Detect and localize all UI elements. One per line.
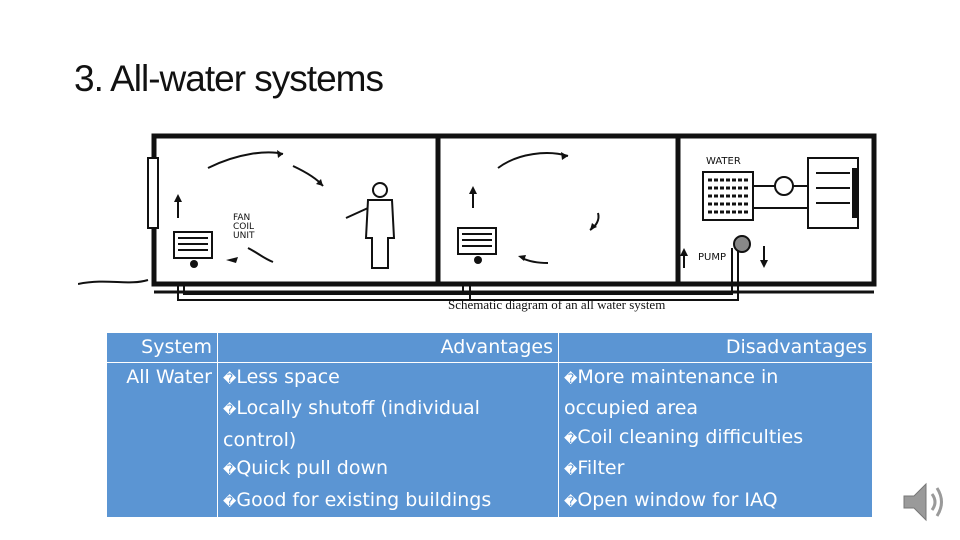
fan-coil-label-line-2: COIL	[233, 222, 254, 232]
occupant-figure	[345, 182, 396, 269]
advantage-item: �Good for existing buildings	[223, 488, 492, 511]
fan-coil-label-line-3: UNIT	[233, 231, 255, 241]
pump-label: PUMP	[698, 252, 726, 263]
water-label: WATER	[706, 156, 741, 167]
all-water-system-diagram: FAN COIL UNIT WATER PUMP	[78, 133, 877, 301]
table-header-row: System Advantages Disadvantages	[106, 332, 873, 363]
header-advantages: Advantages	[217, 332, 559, 363]
table-row: All Water �Less space �Locally shutoff (…	[106, 361, 873, 518]
disadvantage-item: �Open window for IAQ	[564, 488, 778, 511]
disadvantage-item: �Filter	[564, 457, 625, 479]
slide-title: 3. All-water systems	[74, 58, 384, 99]
header-disadvantages: Disadvantages	[558, 332, 873, 363]
diagram-caption: Schematic diagram of an all water system	[448, 297, 666, 312]
advantage-item: �Quick pull down	[223, 457, 389, 479]
speaker-icon[interactable]	[900, 480, 948, 524]
fan-coil-unit-2	[457, 227, 497, 264]
advantage-item: �Locally shutoff (individual control)	[223, 397, 480, 451]
disadvantages-cell: �More maintenance in occupied area �Coil…	[558, 361, 873, 518]
comparison-table: System Advantages Disadvantages All Wate…	[106, 332, 873, 518]
advantage-item: �Less space	[223, 365, 340, 388]
disadvantage-item: �Coil cleaning difficulties	[564, 425, 804, 448]
header-system: System	[106, 332, 218, 363]
fan-coil-label-line-1: FAN	[233, 213, 250, 223]
fan-coil-unit-1	[173, 231, 213, 268]
disadvantage-item: �More maintenance in occupied area	[564, 365, 779, 420]
system-cell: All Water	[106, 361, 218, 518]
advantages-cell: �Less space �Locally shutoff (individual…	[217, 361, 559, 518]
chiller-plant: WATER PUMP	[680, 156, 859, 268]
